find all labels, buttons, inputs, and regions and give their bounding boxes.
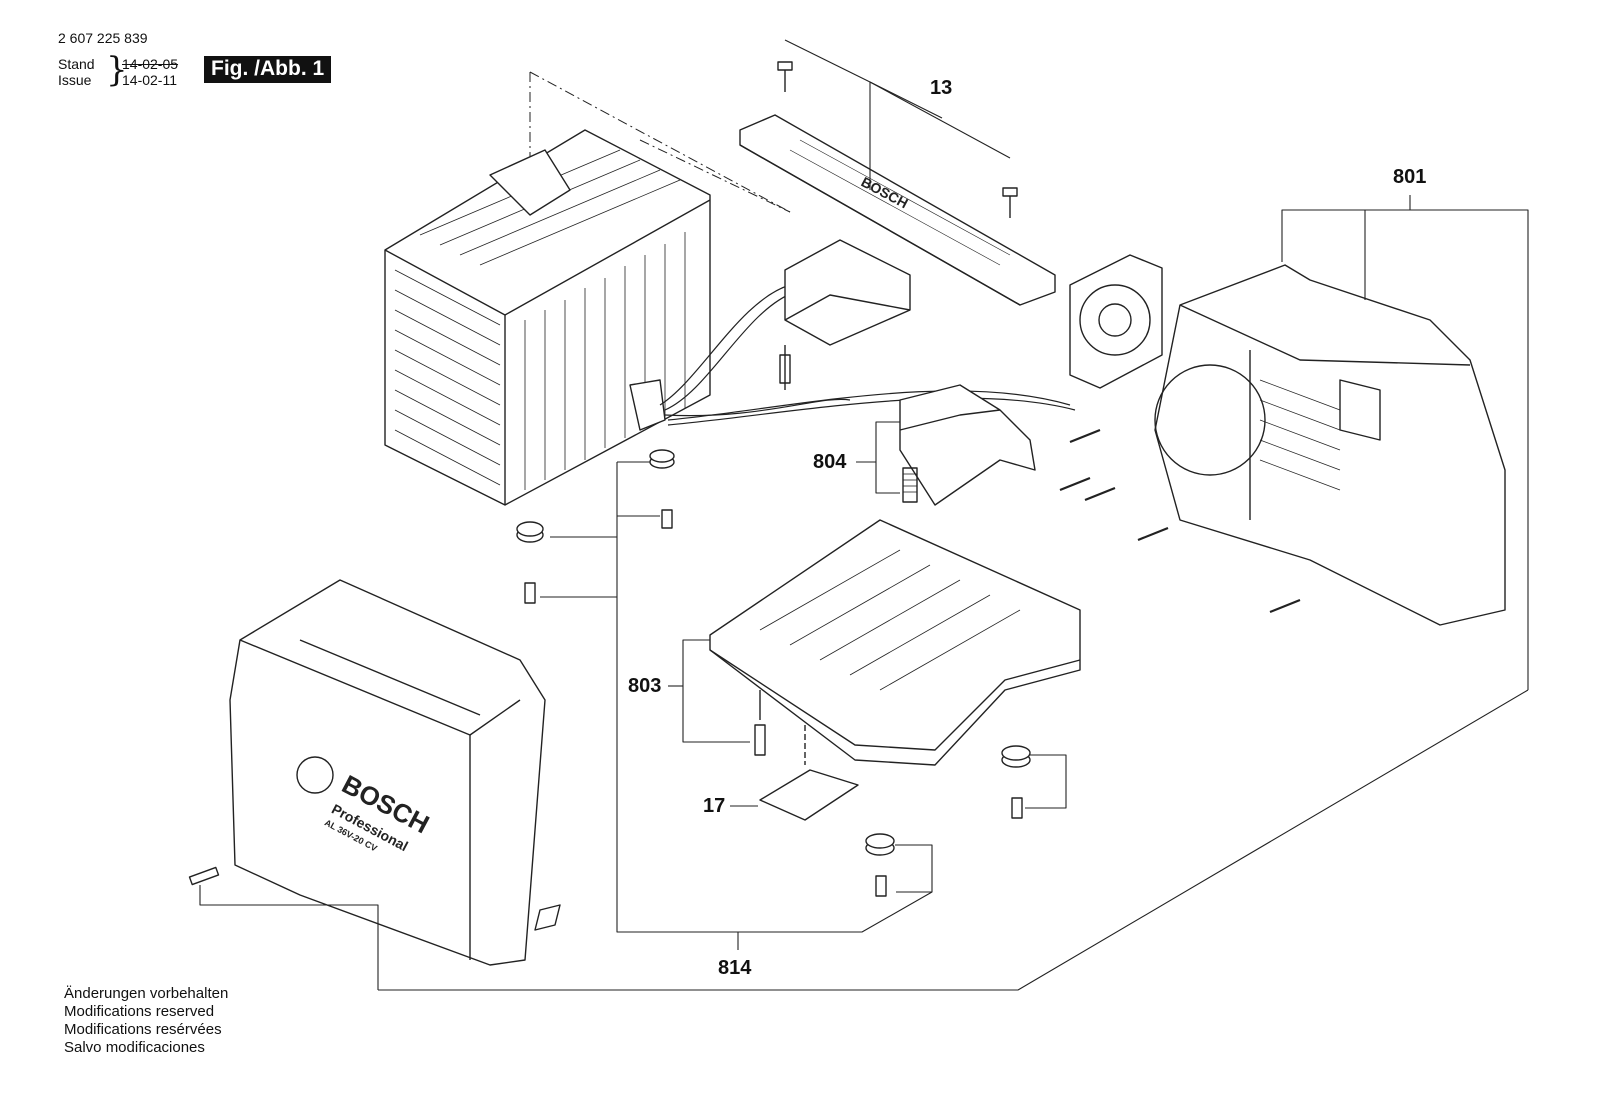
note-fr: Modifications resérvées (64, 1021, 222, 1038)
callout-803: 803 (628, 675, 662, 697)
housing-left (188, 579, 561, 966)
note-es: Salvo modificaciones (64, 1039, 205, 1056)
housing-right-801 (1154, 264, 1506, 626)
grommets-screws-814 (516, 449, 1031, 897)
callout-13: 13 (930, 77, 953, 99)
date-new: 14-02-11 (122, 72, 178, 88)
callout-804: 804 (813, 451, 847, 473)
part-number: 2 607 225 839 (58, 30, 148, 46)
stand-label: Stand (58, 56, 95, 72)
note-de: Änderungen vorbehalten (64, 985, 229, 1002)
figure-badge: Fig. /Abb. 1 (204, 56, 332, 83)
callout-17: 17 (703, 795, 726, 817)
carry-handle (739, 114, 1056, 306)
modification-notes: Änderungen vorbehalten Modifications res… (64, 985, 228, 1057)
latch-804 (899, 384, 1036, 506)
cable-bracket (779, 239, 911, 390)
revision-dates: 14-02-05 14-02-11 (122, 56, 178, 88)
label-plate-17 (759, 725, 859, 821)
cooling-fan (1069, 254, 1163, 389)
charger-module (384, 129, 711, 506)
cables (659, 284, 1076, 426)
callout-814: 814 (718, 957, 752, 979)
base-plate-803 (709, 519, 1081, 766)
pins (1059, 428, 1301, 614)
note-en: Modifications reserved (64, 1003, 215, 1020)
callout-leaders (199, 39, 1529, 991)
callout-801: 801 (1393, 166, 1427, 188)
date-old: 14-02-05 (122, 56, 179, 72)
issue-label: Issue (58, 72, 92, 88)
brace-icon: } (106, 50, 128, 90)
handle-screws (777, 61, 1018, 218)
stand-issue-labels: Stand Issue (58, 56, 95, 88)
